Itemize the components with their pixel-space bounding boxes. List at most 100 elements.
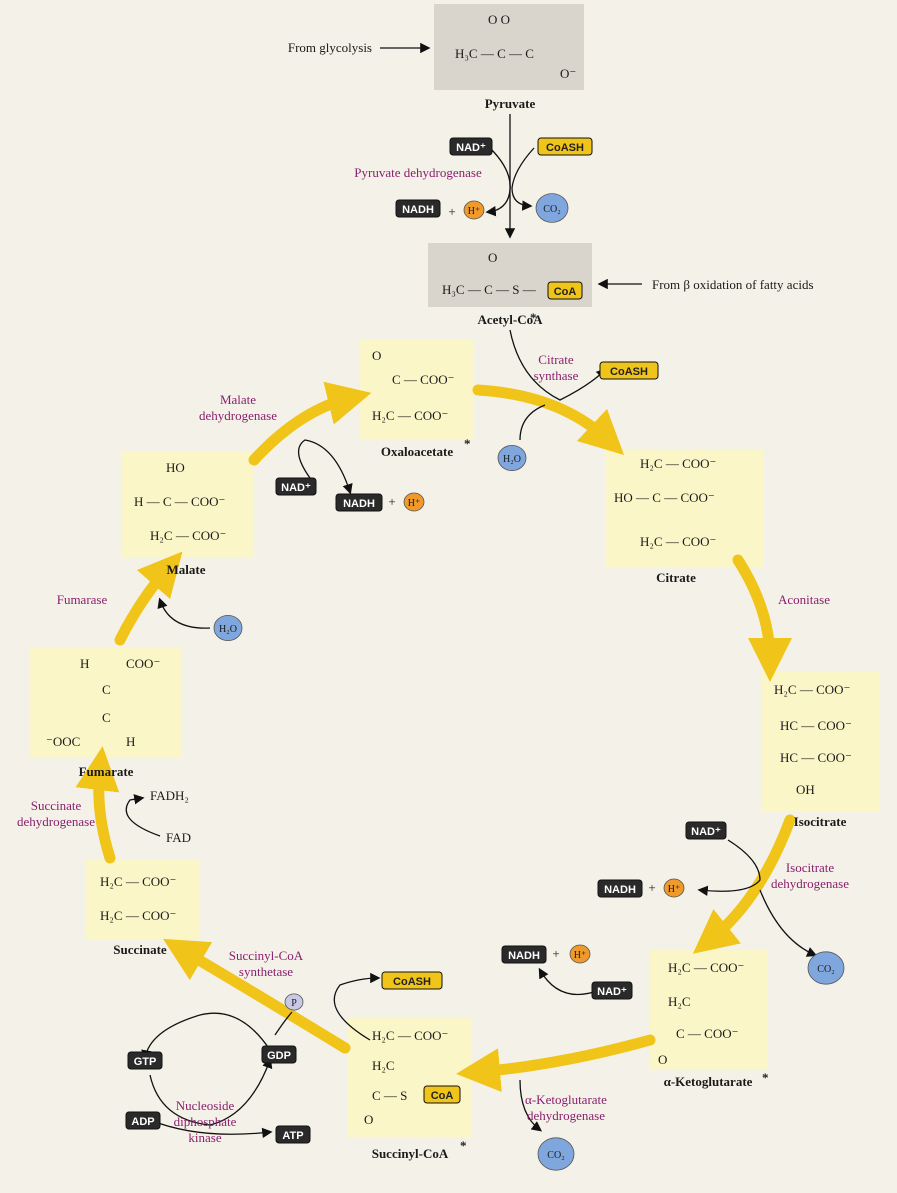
isocitrate-line-0: H₂C — COO⁻: [774, 682, 850, 697]
arrow-isocitrate-akg: [692, 814, 796, 954]
succcoa-coash-token: CoASH: [381, 971, 443, 990]
pdh-nad-token: NAD⁺: [449, 137, 493, 156]
mdh-label-2: dehydrogenase: [199, 408, 277, 423]
arrow-fumarate-malate: [114, 551, 183, 646]
fumarate-line-0: H: [80, 656, 89, 671]
from-glycolysis-label: From glycolysis: [288, 40, 372, 55]
arrow-adp-atp: [149, 1119, 273, 1139]
arrow-isocitrate-co2: [759, 889, 818, 957]
idh-nad-token: NAD⁺: [685, 821, 727, 840]
ndpk-adp-token-label: ADP: [131, 1116, 154, 1128]
akgdh-co2-label: CO₂: [547, 1150, 564, 1161]
succinate-name: Succinate: [113, 942, 167, 957]
oxaloacetate-name: Oxaloacetate: [381, 444, 453, 459]
akgdh-label-2: dehydrogenase: [527, 1108, 605, 1123]
idh-nadh-token: NADH: [597, 879, 643, 898]
cycle-arrows: [75, 381, 796, 1093]
akg-line-2: C — COO⁻: [676, 1026, 738, 1041]
succcoa-coa-token: CoA: [423, 1085, 461, 1104]
scs-p-circle-label: P: [291, 998, 297, 1009]
akgdh-nad-token: NAD⁺: [591, 981, 633, 1000]
ketoglutarate-box: [650, 950, 768, 1070]
akg-asterisk: *: [762, 1070, 769, 1085]
akgdh-nadh-token: NADH: [501, 945, 547, 964]
scs-label-2: synthetase: [239, 964, 293, 979]
fumarate-line-3: C: [102, 710, 111, 725]
ndpk-label-3: kinase: [188, 1130, 221, 1145]
arrow-citrate-isocitrate: [732, 554, 792, 682]
acetyl-coa-token-label: CoA: [554, 286, 577, 298]
fadh2-label: FADH₂: [150, 788, 189, 803]
pyruvate-line-0: O O: [488, 12, 510, 27]
arrow-gdp-gtp: [141, 1012, 271, 1061]
arrow-akg-nad: [538, 967, 601, 996]
arrow-pdh-cofactors-in: [485, 147, 511, 217]
from-fatty-acids-label: From β oxidation of fatty acids: [652, 277, 814, 292]
fumarate-line-4: ⁻OOC: [46, 734, 80, 749]
citrate-synthase-2: synthase: [534, 368, 579, 383]
idh-h-coin: H⁺: [663, 878, 685, 898]
pdh-plus: +: [448, 204, 455, 219]
pdh-co2-label: CO₂: [543, 204, 560, 215]
fumarase-h2o: H₂O: [213, 615, 243, 642]
isocitrate-name: Isocitrate: [794, 814, 847, 829]
ndpk-label-1: Nucleoside: [176, 1098, 235, 1113]
arrow-akg-co2: [519, 1079, 543, 1132]
pyruvate-name: Pyruvate: [485, 96, 536, 111]
succinyl-coa-box: [348, 1018, 472, 1138]
mdh-nad-token-label: NAD⁺: [281, 482, 311, 494]
fumarase-h2o-label: H₂O: [219, 624, 237, 635]
oaa-asterisk: *: [464, 436, 471, 451]
succcoa-line-3: O: [364, 1112, 373, 1127]
arrow-oaa-citrate: [472, 384, 625, 456]
scs-label-1: Succinyl-CoA: [229, 948, 304, 963]
arrow-fumarase-water: [157, 597, 211, 629]
scs-p-circle: P: [284, 993, 304, 1011]
mdh-label-1: Malate: [220, 392, 256, 407]
acetyl-coa-name: Acetyl-CoA: [478, 312, 544, 327]
arrow-malate-oaa: [248, 381, 372, 466]
ndpk-adp-token: ADP: [125, 1111, 161, 1130]
idh-nadh-token-label: NADH: [604, 884, 636, 896]
succcoa-line-1: H₂C: [372, 1058, 395, 1073]
akgdh-plus: +: [552, 946, 559, 961]
akgdh-h-coin-label: H⁺: [574, 950, 587, 961]
malate-name: Malate: [167, 562, 206, 577]
pdh-coash-token: CoASH: [537, 137, 593, 156]
idh-h-coin-label: H⁺: [668, 884, 681, 895]
mdh-h-coin: H⁺: [403, 492, 425, 512]
malate-line-1: H — C — COO⁻: [134, 494, 225, 509]
ndpk-gtp-token-label: GTP: [134, 1056, 157, 1068]
pdh-coash-token-label: CoASH: [546, 142, 584, 154]
citrate-name: Citrate: [656, 570, 696, 585]
malate-line-2: H₂C — COO⁻: [150, 528, 226, 543]
akgdh-nadh-token-label: NADH: [508, 950, 540, 962]
citrate-box: [605, 450, 763, 568]
cs-coash-token: CoASH: [599, 361, 659, 380]
arrow-h2o-citrate: [519, 404, 546, 441]
scs-gdp-token: GDP: [261, 1045, 297, 1064]
succinate-line-1: H₂C — COO⁻: [100, 908, 176, 923]
fumarate-line-5: H: [126, 734, 135, 749]
fumarate-box: [30, 648, 182, 758]
fumarate-line-1: COO⁻: [126, 656, 160, 671]
mdh-nad-token: NAD⁺: [275, 477, 317, 496]
pyruvate-line-1: H₃C — C — C: [455, 46, 534, 61]
akg-line-1: H₂C: [668, 994, 691, 1009]
ketoglutarate-name: α-Ketoglutarate: [664, 1074, 753, 1089]
arrow-acetyl-into-cycle: [509, 329, 607, 401]
arrow-isocitrate-nad: [697, 839, 761, 896]
pdh-nad-token-label: NAD⁺: [456, 142, 486, 154]
acetyl-line-1: H₃C — C — S —: [442, 282, 537, 297]
scs-gdp-token-label: GDP: [267, 1050, 291, 1062]
oaa-line-0: O: [372, 348, 381, 363]
pyruvate-box: [434, 4, 584, 90]
arrow-coash-to-succcoa: [333, 972, 381, 1041]
pyruvate-line-2: O⁻: [560, 66, 576, 81]
succcoa-coash-token-label: CoASH: [393, 976, 431, 988]
arrow-akg-succcoa: [456, 1034, 656, 1093]
citrate-synthase-1: Citrate: [538, 352, 574, 367]
